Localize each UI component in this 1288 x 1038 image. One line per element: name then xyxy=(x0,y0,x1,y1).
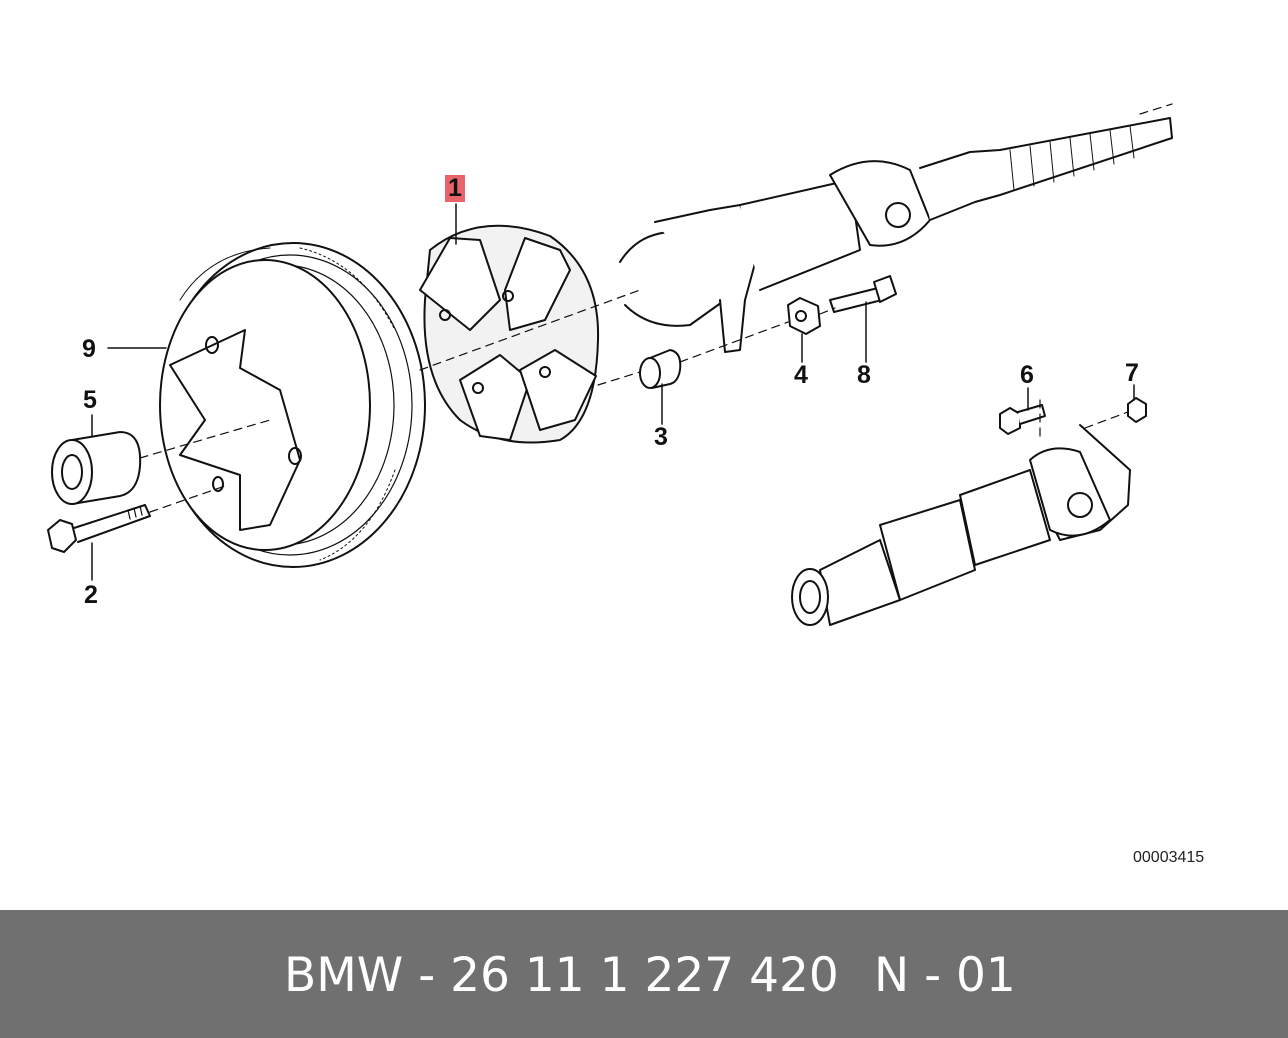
part-number-label: BMW - 26 11 1 227 420 xyxy=(284,948,839,1003)
diagram-id: 00003415 xyxy=(1133,849,1205,866)
callout-5[interactable]: 5 xyxy=(83,386,97,414)
part-1-flex-disc xyxy=(419,224,600,444)
part-7-nut xyxy=(1127,397,1147,423)
part-8-bolt xyxy=(829,275,897,313)
page-code-label: N - 01 xyxy=(874,948,1016,1003)
callout-6[interactable]: 6 xyxy=(1020,361,1034,389)
part-9-drum-flange xyxy=(159,242,426,568)
callout-7[interactable]: 7 xyxy=(1125,359,1139,387)
part-5-bushing xyxy=(51,431,142,505)
part-3-sleeve xyxy=(639,349,682,389)
assembly-axis-lines xyxy=(139,103,1173,513)
callout-8[interactable]: 8 xyxy=(857,361,871,389)
callout-9[interactable]: 9 xyxy=(82,335,96,363)
propshaft-lower xyxy=(791,424,1131,626)
callout-leader-lines xyxy=(91,203,1135,581)
propshaft-upper xyxy=(619,117,1173,353)
part-2-bolt xyxy=(47,504,151,553)
callout-3[interactable]: 3 xyxy=(654,423,668,451)
exploded-parts-diagram xyxy=(47,103,1173,626)
callout-2[interactable]: 2 xyxy=(84,581,98,609)
callout-1[interactable]: 1 xyxy=(445,175,465,202)
part-6-bolt xyxy=(999,404,1046,435)
part-4-nut xyxy=(787,297,821,335)
callout-4[interactable]: 4 xyxy=(794,361,808,389)
footer-bar xyxy=(0,910,1288,1038)
